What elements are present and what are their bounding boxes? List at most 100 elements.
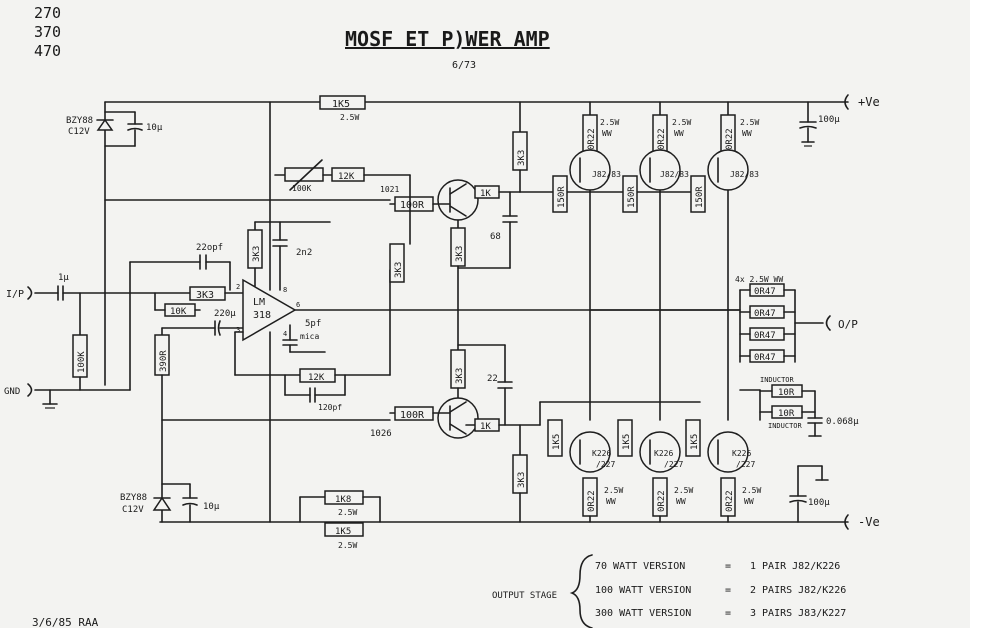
r-1k8-label: 1K8: [335, 495, 351, 505]
cap-out-bot-label: 100μ: [808, 498, 830, 508]
gate-r-top3: 150R: [695, 186, 705, 208]
cap-68-label: 68: [490, 232, 501, 242]
resistor-3k3-bottom: 3K3: [512, 424, 528, 523]
src-rating-top3: 2.5W: [740, 118, 759, 127]
positive-rail: +Ve: [104, 94, 880, 110]
q-bot-note: 1026: [370, 429, 392, 439]
resistor-10k: 10K: [154, 292, 201, 317]
capacitor-10u-bottom: 10μ: [161, 483, 220, 523]
out-r-head: 4x 2.5W WW: [735, 275, 783, 284]
resistor-100r-bottom: 100R 1026: [370, 406, 451, 439]
input-label: I/P: [6, 289, 24, 300]
version-70-pairs: 1 PAIR J82/K226: [750, 561, 840, 572]
mosfet-top1-label: J82/83: [592, 170, 621, 179]
resistor-100k-gnd: 100K: [72, 292, 88, 391]
cap-out-top-label: 100μ: [818, 115, 840, 125]
ground-line: GND: [4, 383, 131, 409]
svg-text:2: 2: [236, 283, 240, 291]
r-3k3-bot-label: 3K3: [517, 472, 527, 488]
cap-bot-label: 10μ: [203, 502, 220, 512]
mosfet-bot3-sub: /227: [736, 460, 755, 469]
gate-r-bot3: 1K5: [690, 434, 700, 450]
zobel-word-2: INDUCTOR: [768, 422, 803, 430]
svg-text:4: 4: [283, 330, 287, 338]
capacitor-220u: 220μ: [161, 309, 244, 336]
vneg-terminal-label: -Ve: [858, 515, 880, 529]
zobel-word-1: INDUCTOR: [760, 376, 795, 384]
r-12k-b-label: 12K: [308, 373, 325, 383]
r-pot-label: 3K3: [394, 262, 404, 278]
src-r-bot3: 0R22: [725, 490, 735, 512]
src-type-bot1: WW: [606, 497, 616, 506]
r-top-label: 1K5: [332, 99, 350, 110]
vpos-terminal-label: +Ve: [858, 95, 880, 109]
resistor-12k-lower: 12K: [234, 269, 391, 383]
src-type-top2: WW: [674, 129, 684, 138]
gate-r-bot2: 1K5: [622, 434, 632, 450]
r-100k-gnd-label: 100K: [77, 351, 87, 373]
cap-220-label: 220μ: [214, 309, 236, 319]
cap-comp-label: 22opf: [196, 243, 223, 253]
r-opamp-top-label: 3K3: [252, 246, 262, 262]
schematic-title: MOSF ET P)WER AMP: [345, 27, 550, 51]
date-note: 3/6/85 RAA: [32, 616, 99, 628]
r-1k5-b-label: 1K5: [335, 527, 351, 537]
src-rating-bot3: 2.5W: [742, 486, 761, 495]
mosfet-top-3: 0R22 2.5W WW J82/83 150R: [690, 101, 759, 421]
corner-note-3: 470: [34, 42, 61, 60]
r-top-rating: 2.5W: [340, 113, 359, 122]
resistor-390r: 390R: [154, 327, 170, 523]
r-1k8-rating: 2.5W: [338, 508, 357, 517]
mosfet-bottom-2: 1K5 K226 /227 0R22 2.5W WW: [617, 419, 693, 523]
capacitor-10u-top: 10μ: [104, 111, 163, 147]
out-r-1: 0R47: [754, 287, 776, 297]
cap-22-label: 22: [487, 374, 498, 384]
resistor-1k5-top: 1K5 2.5W: [319, 95, 366, 122]
capacitor-100u-bottom: 100μ: [789, 465, 830, 523]
cap-top-label: 10μ: [146, 123, 163, 133]
version-100-eq: =: [725, 585, 731, 596]
zener-top-voltage: C12V: [68, 127, 90, 137]
mosfet-bot2-label: K226: [654, 449, 673, 458]
opamp-lm318: LM 318 2 3 8 6 4: [236, 101, 741, 523]
resistor-100r-top: 100R: [389, 196, 451, 212]
src-rating-bot2: 2.5W: [674, 486, 693, 495]
out-r-2: 0R47: [754, 309, 776, 319]
zobel-r-1: 10R: [778, 388, 795, 398]
zener-bot-voltage: C12V: [122, 505, 144, 515]
resistor-1k5-bottom: 1K5 2.5W: [324, 522, 364, 550]
capacitor-100u-top: 100μ: [799, 101, 840, 147]
zobel-r-2: 10R: [778, 409, 795, 419]
src-type-top3: WW: [742, 129, 752, 138]
src-r-bot2: 0R22: [657, 490, 667, 512]
src-r-bot1: 0R22: [587, 490, 597, 512]
resistor-3k3-mid: 3K3: [450, 219, 466, 351]
corner-note-1: 270: [34, 4, 61, 22]
corner-note-2: 370: [34, 23, 61, 41]
zener-bottom: BZY88 C12V: [120, 493, 172, 515]
version-70-watt: 70 WATT VERSION: [595, 561, 685, 572]
resistor-3k3-mid2: 3K3: [450, 349, 466, 401]
mosfet-top-2: 0R22 2.5W WW J82/83 150R: [622, 101, 691, 421]
zobel-network: INDUCTOR 10R 10R INDUCTOR 0.068μ: [759, 376, 859, 437]
capacitor-120pf: 120pf: [284, 374, 346, 412]
zener-top-label: BZY88: [66, 116, 93, 126]
capacitor-22opf: 22opf: [129, 243, 231, 291]
src-rating-top2: 2.5W: [672, 118, 691, 127]
amplifier-schematic: 270 370 470 MOSF ET P)WER AMP 6/73 +Ve -…: [4, 4, 880, 628]
schematic-sheet: 270 370 470 MOSF ET P)WER AMP 6/73 +Ve -…: [0, 0, 970, 628]
capacitor-2n2: 2n2: [272, 221, 312, 291]
output-resistor-bank: 4x 2.5W WW 0R47 0R47 0R47 0R47 O/P: [735, 275, 858, 363]
output-stage-table: OUTPUT STAGE 70 WATT VERSION = 1 PAIR J8…: [492, 554, 846, 628]
output-label: O/P: [838, 318, 858, 331]
resistor-1k-base-bottom: 1K: [465, 418, 541, 432]
gate-r-bot1: 1K5: [552, 434, 562, 450]
cap-5pf-type: mica: [300, 332, 319, 341]
driver-transistor-bottom: [437, 397, 479, 439]
gate-r-top1: 150R: [557, 186, 567, 208]
src-rating-bot1: 2.5W: [604, 486, 623, 495]
resistor-100k-variable: 100K: [274, 159, 324, 193]
out-r-4: 0R47: [754, 353, 776, 363]
src-type-bot3: WW: [744, 497, 754, 506]
resistor-12k-feedback: 12K: [322, 167, 411, 182]
